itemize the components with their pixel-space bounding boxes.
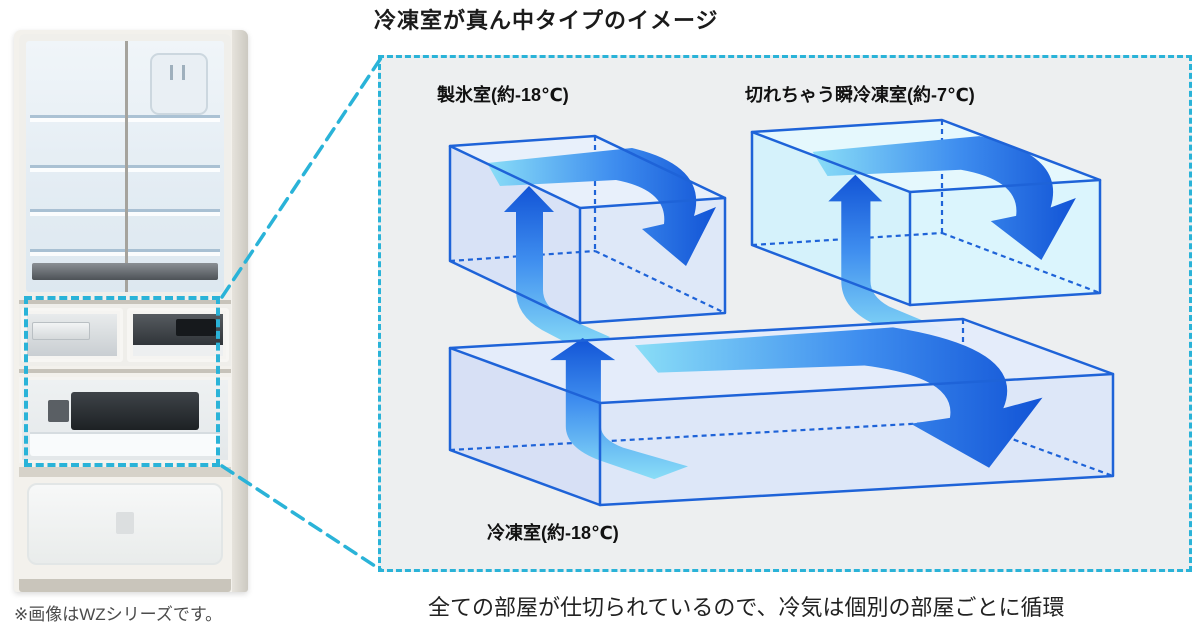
diagram-panel [378,55,1192,572]
door-seam [125,41,128,292]
fridge-middle-drawers [19,304,231,366]
page-title: 冷凍室が真ん中タイプのイメージ [374,8,719,33]
series-caption: ※画像はWZシリーズです。 [14,605,223,624]
room-label-ice: 製氷室(約-18℃) [437,85,569,105]
room-label-flash: 切れちゃう瞬冷凍室(約-7℃) [745,85,975,105]
ice-dispenser [150,53,208,115]
fridge-interior [26,41,224,292]
ice-room-drawer [21,308,123,362]
freezer-highlight-box [24,296,220,467]
vegetable-drawer [19,467,231,579]
fridge-top-compartment [19,34,231,300]
flash-freeze-drawer [127,308,229,362]
fridge-side-panel [232,30,248,592]
footer-text: 全ての部屋が仕切られているので、冷気は個別の部屋ごとに循環 [428,595,1065,620]
lower-shelf [32,263,218,280]
freezer-basket [48,392,200,430]
fridge-base [19,579,231,592]
refrigerator-image [14,30,248,592]
room-label-freezer: 冷凍室(約-18℃) [487,523,619,543]
freezer-drawer [19,377,231,463]
